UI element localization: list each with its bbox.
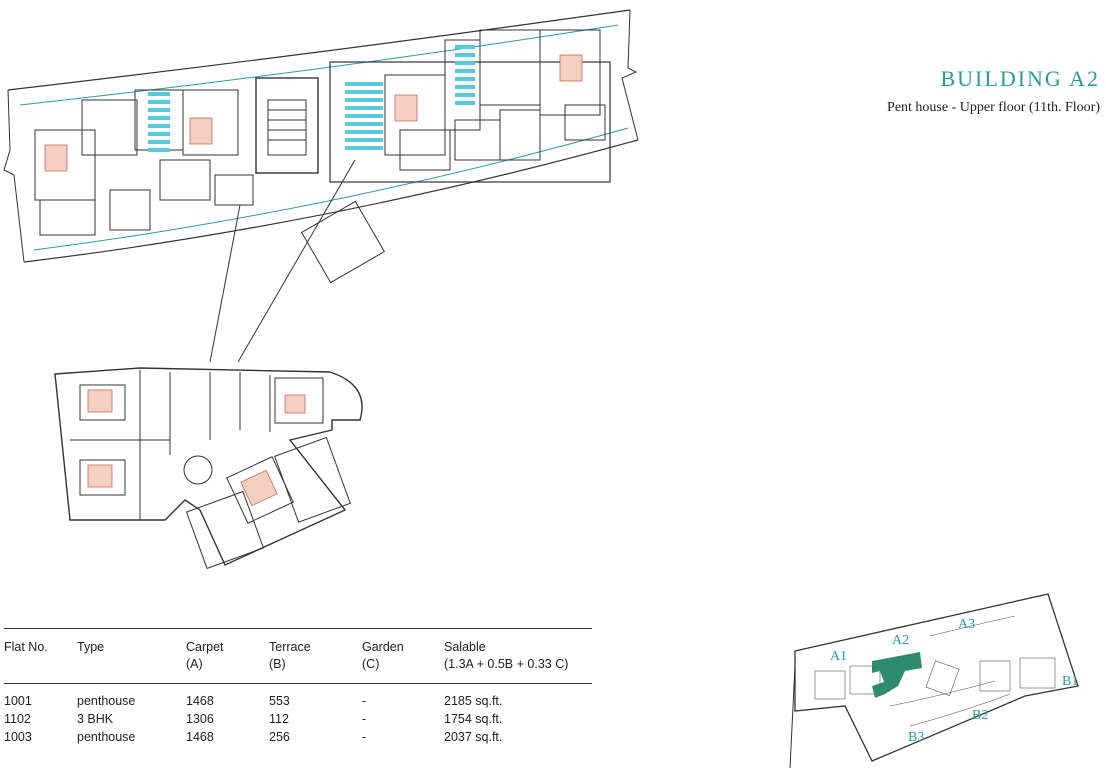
flat-area-table: Flat No. Type Carpet(A) Terrace(B) Garde… xyxy=(4,628,592,752)
building-title: BUILDING A2 xyxy=(940,66,1100,91)
cell-flat: 1003 xyxy=(4,730,32,744)
cell-carpet: 1468 xyxy=(186,694,214,708)
cell-carpet: 1468 xyxy=(186,730,214,744)
cell-terrace: 112 xyxy=(269,712,289,726)
keymap-label-a2: A2 xyxy=(892,633,909,648)
col-flat-no: Flat No. xyxy=(4,628,77,684)
cell-salable: 2037 sq.ft. xyxy=(444,730,503,744)
table-row: 1001 penthouse 1468 553 - 2185 sq.ft. xyxy=(4,684,592,711)
cell-flat: 1102 xyxy=(4,712,31,726)
keymap-label-b2: B2 xyxy=(972,708,988,723)
cell-type: penthouse xyxy=(77,730,136,744)
table-header-row: Flat No. Type Carpet(A) Terrace(B) Garde… xyxy=(4,628,592,684)
floor-plan-drawing xyxy=(3,9,639,570)
site-key-plan: A1 A2 A3 B1 B2 B3 xyxy=(789,593,1079,768)
col-terrace: Terrace(B) xyxy=(269,628,362,684)
floor-subtitle: Pent house - Upper floor (11th. Floor) xyxy=(887,100,1100,115)
keymap-label-b3: B3 xyxy=(908,730,924,745)
col-garden: Garden(C) xyxy=(362,628,444,684)
cell-garden: - xyxy=(362,694,367,708)
cell-flat: 1001 xyxy=(4,694,32,708)
cell-terrace: 256 xyxy=(269,730,290,744)
cell-salable: 1754 sq.ft. xyxy=(444,712,503,726)
cell-salable: 2185 sq.ft. xyxy=(444,694,503,708)
col-type: Type xyxy=(77,628,186,684)
cell-terrace: 553 xyxy=(269,694,290,708)
building-a2-highlight xyxy=(872,652,922,698)
col-salable: Salable(1.3A + 0.5B + 0.33 C) xyxy=(444,628,592,684)
cell-type: penthouse xyxy=(77,694,136,708)
cell-garden: - xyxy=(362,712,367,726)
col-carpet: Carpet(A) xyxy=(186,628,269,684)
cell-type: 3 BHK xyxy=(77,712,114,726)
table-row: 1003 penthouse 1468 256 - 2037 sq.ft. xyxy=(4,728,592,752)
keymap-label-b1: B1 xyxy=(1062,674,1078,689)
keymap-label-a1: A1 xyxy=(830,649,847,664)
cell-carpet: 1306 xyxy=(186,712,214,726)
cell-garden: - xyxy=(362,730,367,744)
table-row: 1102 3 BHK 1306 112 - 1754 sq.ft. xyxy=(4,710,592,728)
keymap-label-a3: A3 xyxy=(958,617,975,632)
